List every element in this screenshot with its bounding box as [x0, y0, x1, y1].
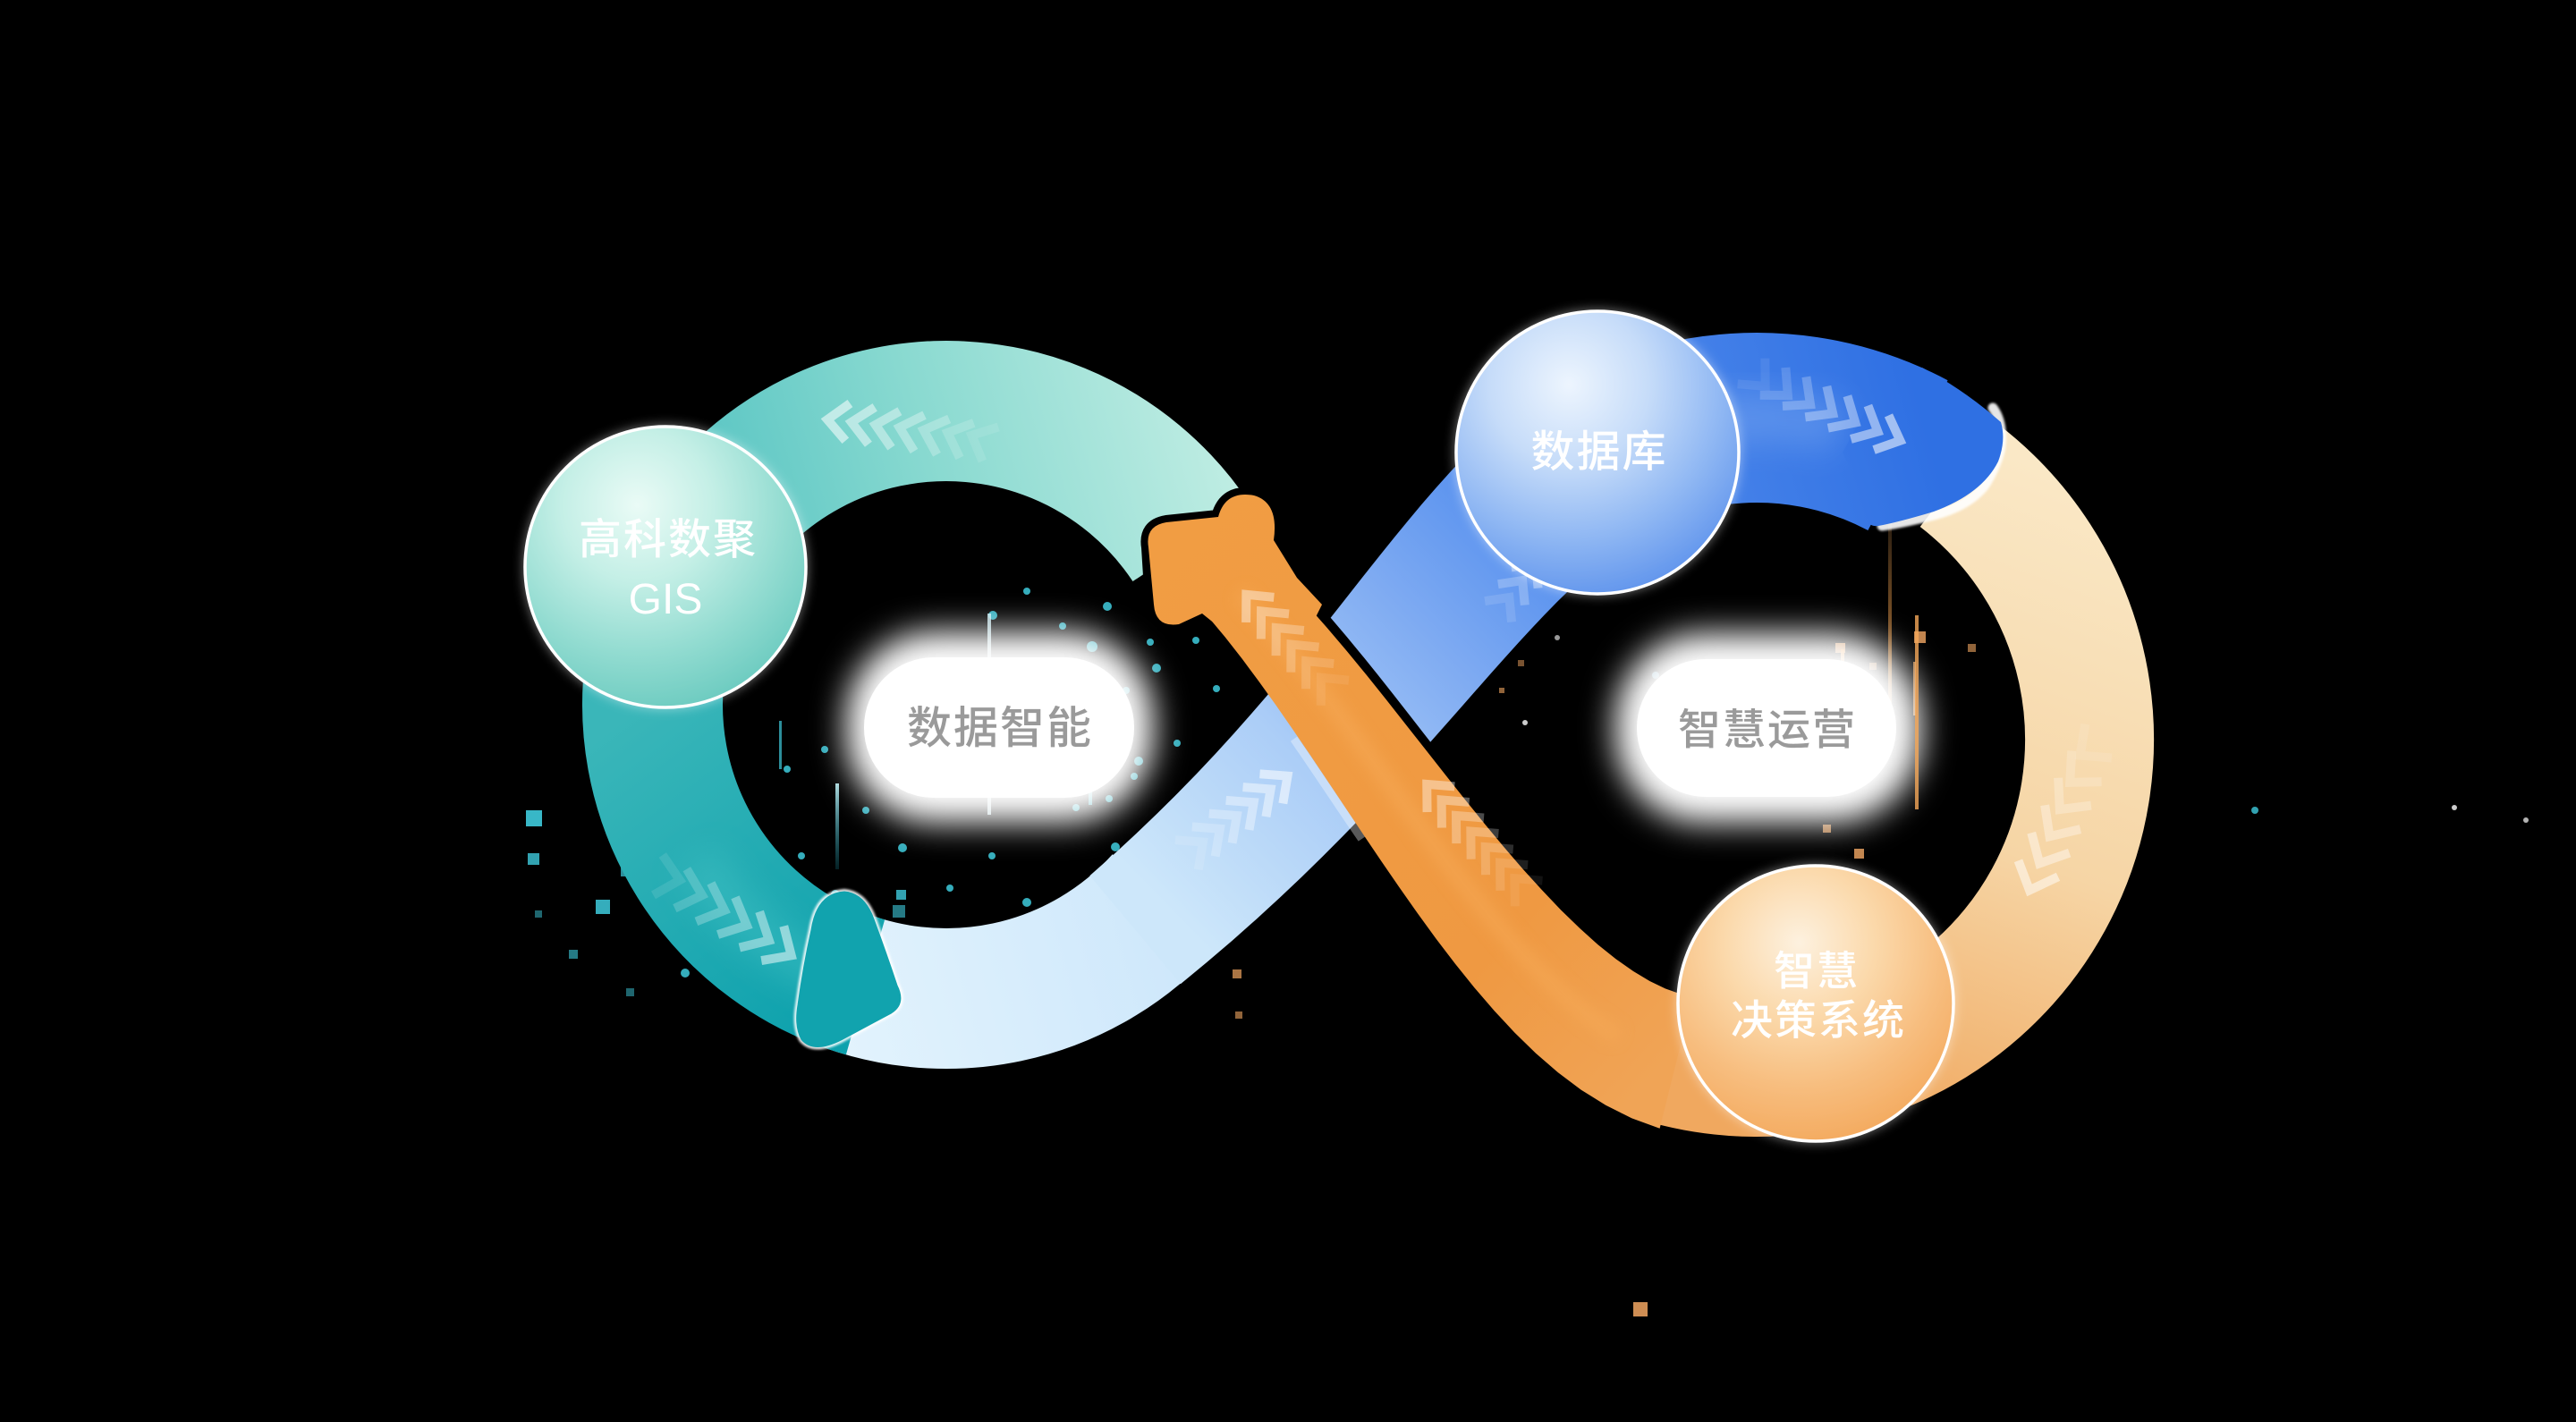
svg-text:GIS: GIS [629, 576, 703, 623]
